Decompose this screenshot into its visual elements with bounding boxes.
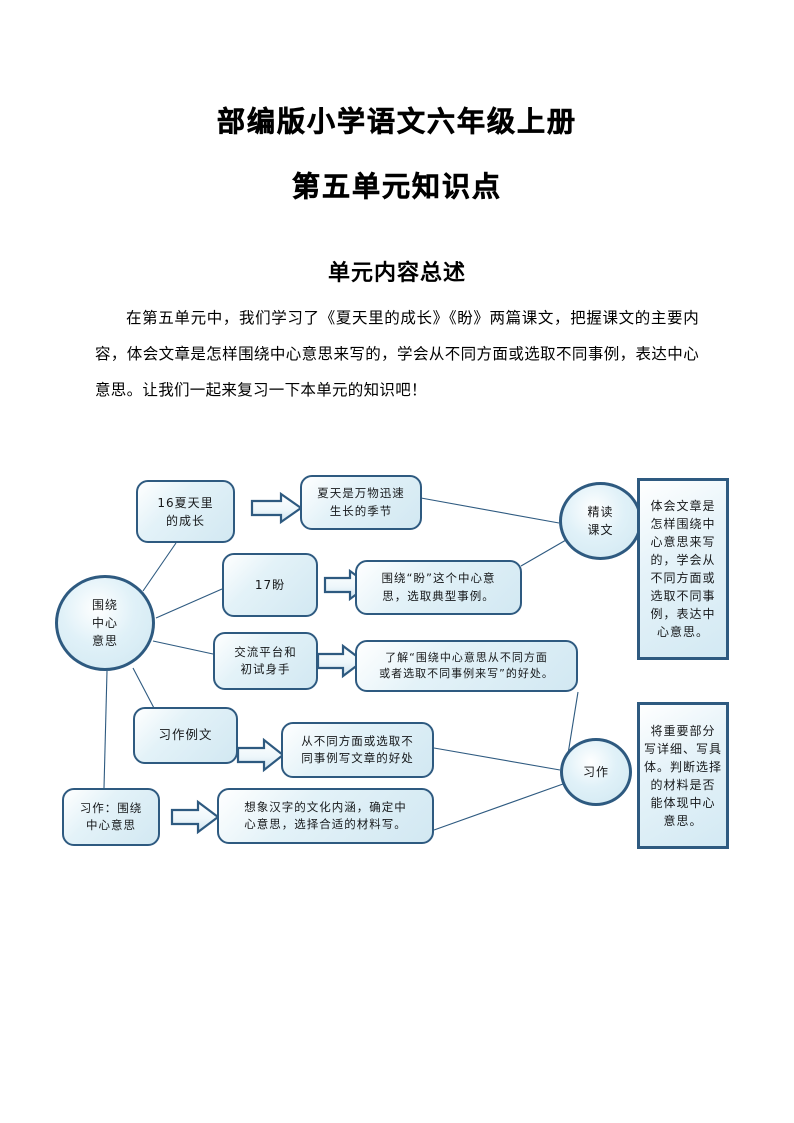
connector-root-to-composition <box>103 670 108 789</box>
diagram-node-lesson17[interactable]: 17盼 <box>222 553 318 617</box>
diagram-panel-writing-summary[interactable]: 将重要部分 写详细、写具 体。判断选择 的材料是否 能体现中心 意思。 <box>637 702 729 849</box>
diagram-node-composition[interactable]: 习作：围绕 中心意思 <box>62 788 160 846</box>
diagram-node-composition-label: 习作：围绕 中心意思 <box>79 800 143 832</box>
diagram-node-writing[interactable]: 习作 <box>560 738 632 806</box>
connector-root-to-lesson16 <box>142 542 177 592</box>
connector-root-to-platform <box>152 640 214 655</box>
connector-compositiondetail-to-writing <box>433 783 564 831</box>
diagram-node-root-label: 围绕 中心 意思 <box>91 598 118 648</box>
diagram-node-intensive-reading-label: 精读 课文 <box>587 505 614 537</box>
connector-exampletextdetail-to-writing <box>433 747 561 771</box>
diagram-node-lesson17-label: 17盼 <box>254 578 286 592</box>
connector-lesson17detail-to-intensive <box>520 539 567 567</box>
connector-root-to-lesson17 <box>155 588 223 619</box>
document-title-line-2: 第五单元知识点 <box>291 170 502 204</box>
diagram-node-writing-label: 习作 <box>582 765 609 779</box>
diagram-panel-intensive-reading-summary-label: 体会文章是 怎样围绕中 心意思来写 的，学会从 不同方面或 选取不同事 例，表达… <box>650 499 716 639</box>
arrow-exampletext-to-detail <box>236 737 285 773</box>
diagram-node-lesson17-detail[interactable]: 围绕“盼”这个中心意 思，选取典型事例。 <box>355 560 522 615</box>
section-title: 单元内容总述 <box>327 261 466 286</box>
connector-lesson16detail-to-intensive <box>420 497 560 524</box>
connector-platformdetail-to-writing <box>567 691 579 755</box>
diagram-node-example-text[interactable]: 习作例文 <box>133 707 238 764</box>
diagram-node-root[interactable]: 围绕 中心 意思 <box>55 575 155 671</box>
document-title-line-1: 部编版小学语文六年级上册 <box>216 105 577 139</box>
connector-root-to-example-text <box>132 667 156 711</box>
diagram-node-lesson16-detail-label: 夏天是万物迅速 生长的季节 <box>317 486 405 518</box>
diagram-node-platform[interactable]: 交流平台和 初试身手 <box>213 632 318 690</box>
diagram-node-lesson16-detail[interactable]: 夏天是万物迅速 生长的季节 <box>300 475 422 530</box>
diagram-node-example-text-label: 习作例文 <box>158 727 213 743</box>
diagram-node-composition-detail[interactable]: 想象汉字的文化内涵，确定中 心意思，选择合适的材料写。 <box>217 788 434 844</box>
diagram-node-example-text-detail-label: 从不同方面或选取不 同事例写文章的好处 <box>301 733 414 765</box>
diagram-node-intensive-reading[interactable]: 精读 课文 <box>559 482 642 560</box>
arrow-platform-to-detail <box>316 643 365 679</box>
diagram-node-platform-label: 交流平台和 初试身手 <box>234 644 297 676</box>
arrow-composition-to-detail <box>170 799 220 835</box>
diagram-node-example-text-detail[interactable]: 从不同方面或选取不 同事例写文章的好处 <box>281 722 434 778</box>
diagram-node-platform-detail-label: 了解“围绕中心意思从不同方面 或者选取不同事例来写”的好处。 <box>379 650 554 681</box>
diagram-node-lesson17-detail-label: 围绕“盼”这个中心意 思，选取典型事例。 <box>381 571 496 603</box>
diagram-node-platform-detail[interactable]: 了解“围绕中心意思从不同方面 或者选取不同事例来写”的好处。 <box>355 640 578 692</box>
diagram-node-lesson16[interactable]: 16夏天里 的成长 <box>136 480 235 543</box>
diagram-node-composition-detail-label: 想象汉字的文化内涵，确定中 心意思，选择合适的材料写。 <box>244 799 407 831</box>
diagram-node-lesson16-label: 16夏天里 的成长 <box>157 495 214 528</box>
arrow-lesson16-to-detail <box>250 491 303 525</box>
unit-overview-paragraph: 在第五单元中，我们学习了《夏天里的成长》《盼》两篇课文，把握课文的主要内容，体会… <box>95 309 699 399</box>
diagram-panel-intensive-reading-summary[interactable]: 体会文章是 怎样围绕中 心意思来写 的，学会从 不同方面或 选取不同事 例，表达… <box>637 478 729 660</box>
diagram-panel-writing-summary-label: 将重要部分 写详细、写具 体。判断选择 的材料是否 能体现中心 意思。 <box>643 723 722 828</box>
